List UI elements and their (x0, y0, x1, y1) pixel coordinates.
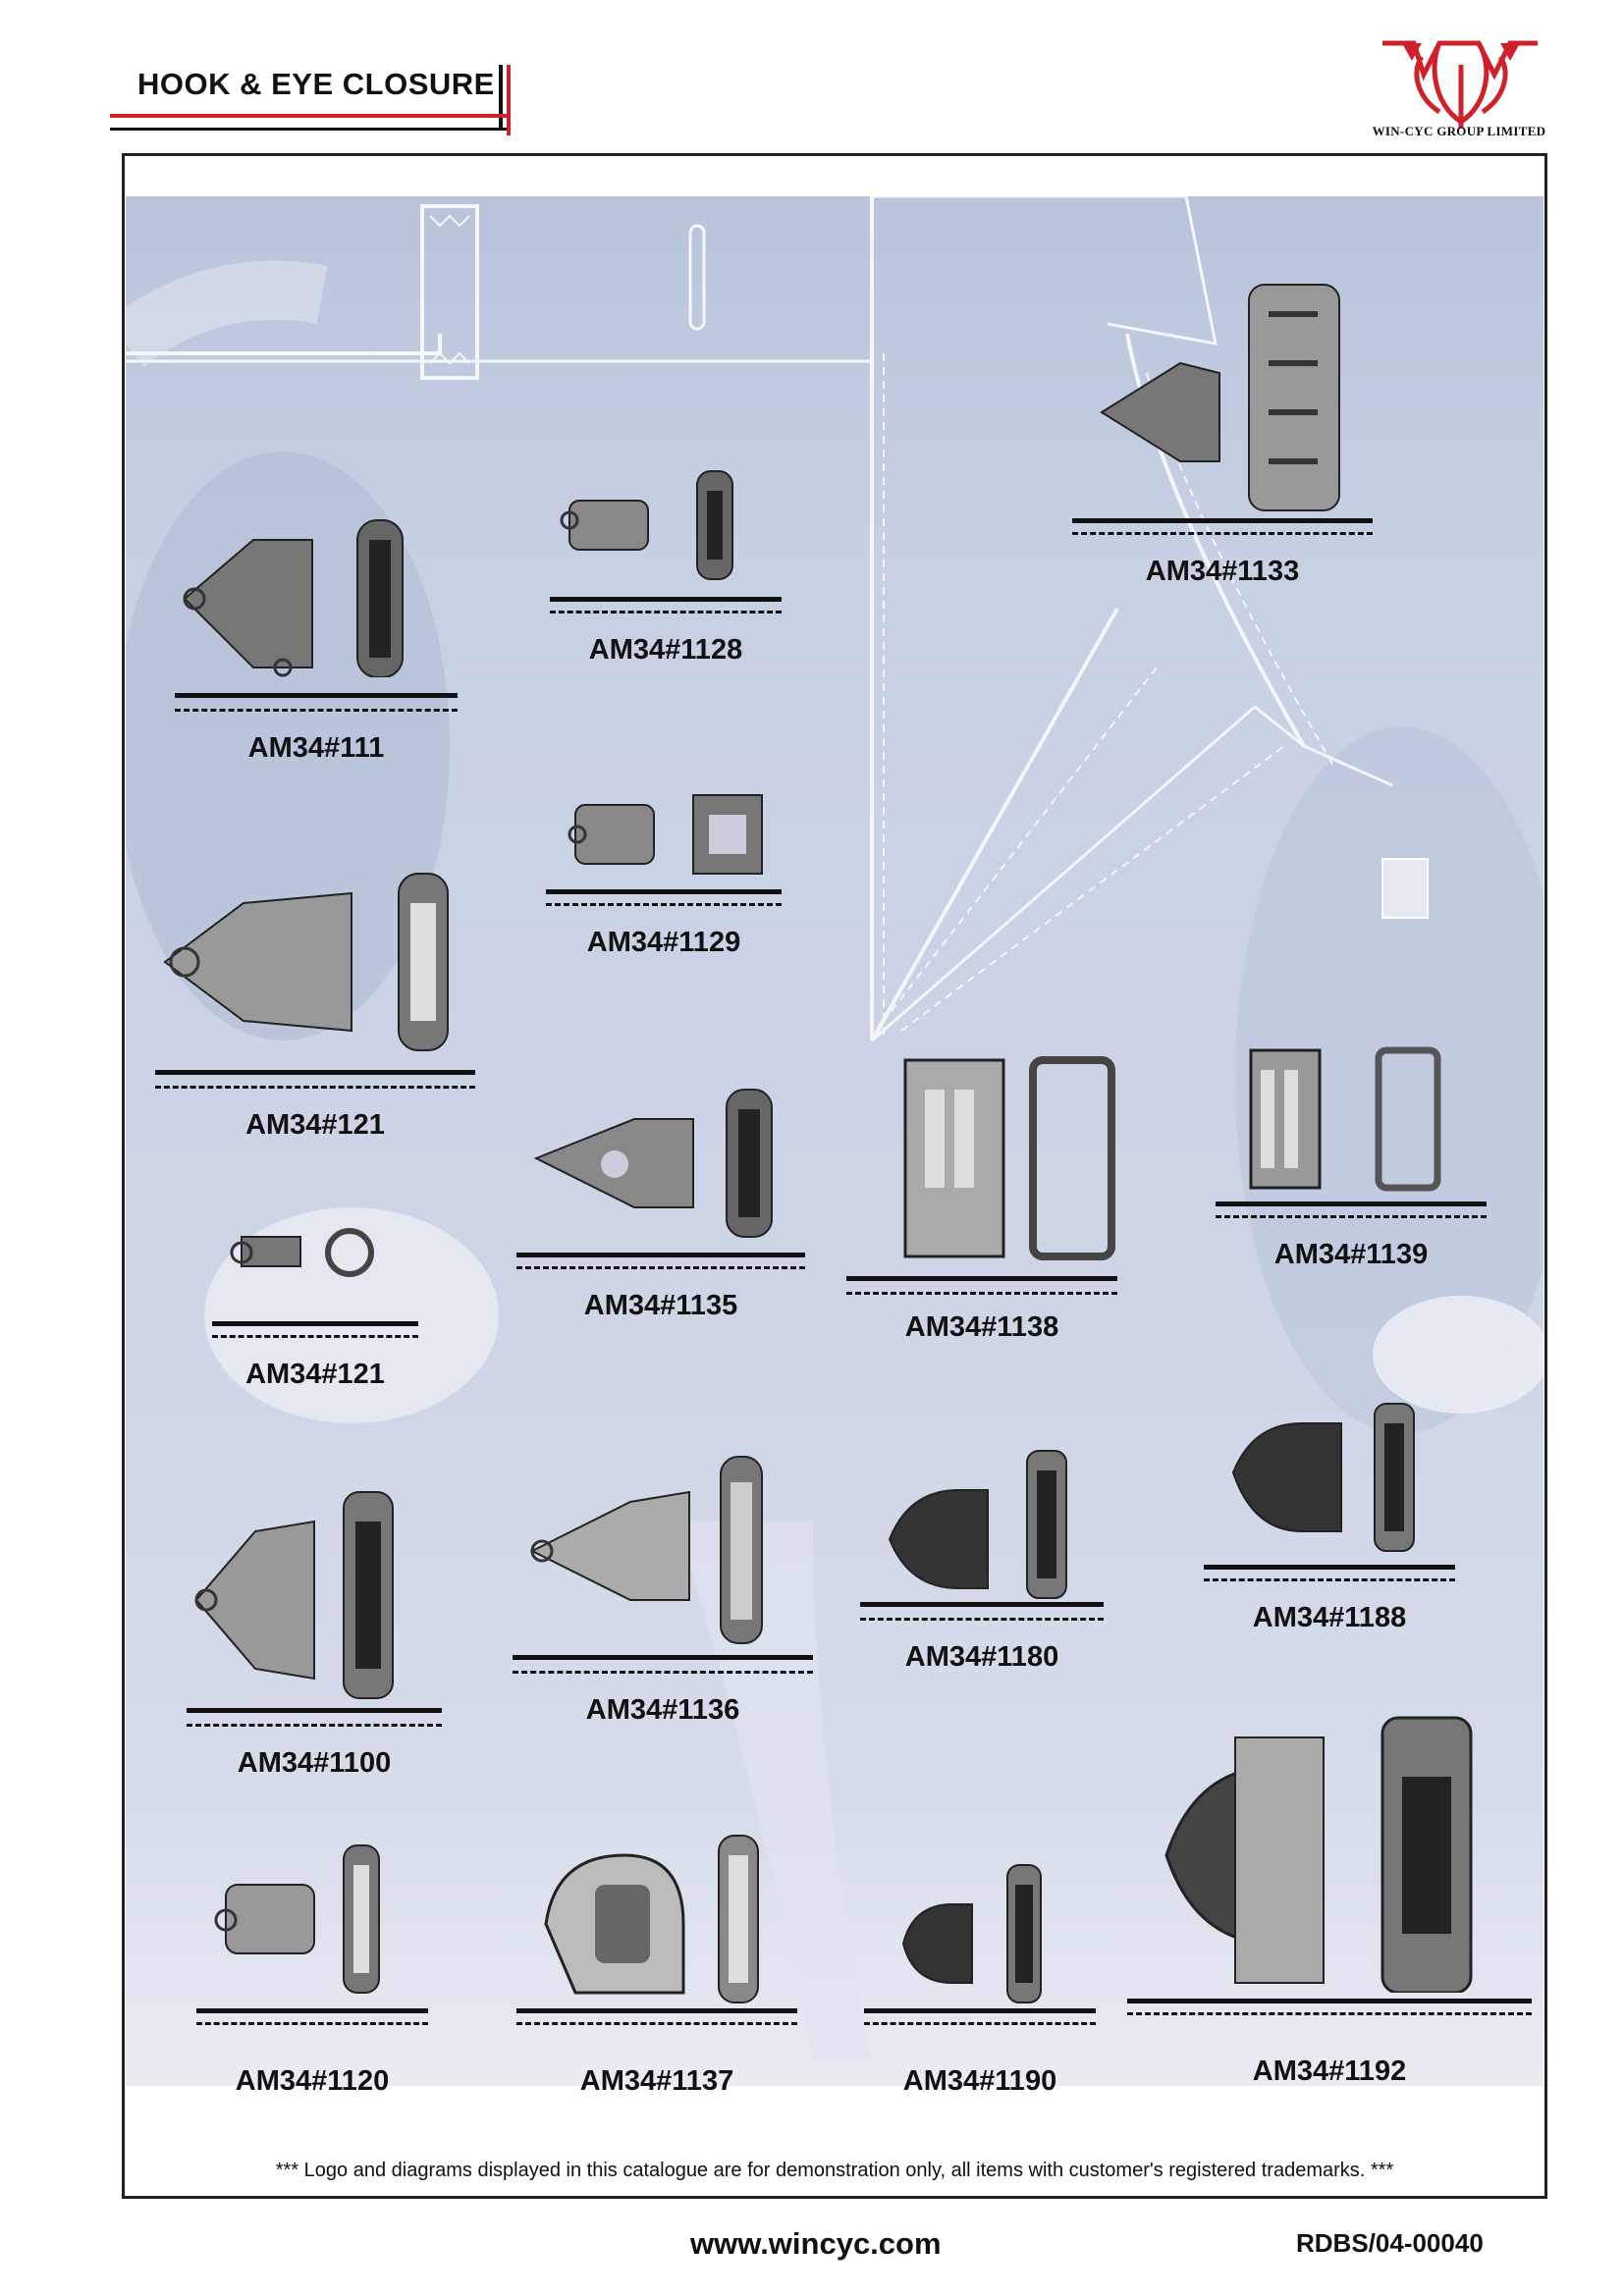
product-item: AM34#1137 (516, 1826, 797, 2120)
product-item: AM34#1133 (1072, 275, 1373, 589)
hook-eye-photo-icon (568, 794, 763, 875)
product-code: AM34#1133 (1145, 556, 1300, 587)
page-title: HOOK & EYE CLOSURE (137, 67, 495, 101)
product-code: AM34#1138 (904, 1311, 1059, 1343)
hook-eye-photo-icon (903, 1056, 1115, 1260)
document-code: RDBS/04-00040 (1296, 2228, 1484, 2258)
product-code: AM34#121 (245, 1109, 385, 1141)
hook-eye-photo-icon (544, 1835, 759, 2003)
product-code: AM34#1192 (1252, 2056, 1407, 2087)
disclaimer-text: *** Logo and diagrams displayed in this … (275, 2160, 1394, 2181)
product-item: AM34#1100 (187, 1482, 442, 1796)
product-item: AM34#1128 (550, 461, 782, 677)
product-item: AM34#1120 (196, 1836, 428, 2120)
product-code: AM34#1139 (1273, 1239, 1429, 1270)
hook-eye-photo-icon (901, 1864, 1042, 2003)
product-item: AM34#1188 (1204, 1384, 1455, 1649)
header-rule-red (110, 114, 507, 118)
product-code: AM34#121 (245, 1359, 385, 1390)
hook-eye-photo-icon (1164, 1716, 1473, 1993)
hook-eye-photo-icon (214, 1844, 380, 1994)
hook-eye-photo-icon (1249, 1046, 1441, 1192)
product-item: AM34#1138 (846, 1041, 1117, 1355)
hook-eye-photo-icon (529, 1456, 763, 1644)
product-code: AM34#1128 (588, 634, 743, 666)
company-name: WIN-CYC GROUP LIMITED (1372, 124, 1546, 138)
product-item: AM34#1135 (516, 1080, 805, 1345)
website-url: www.wincyc.com (690, 2226, 942, 2261)
product-item: AM34#121 (155, 864, 475, 1148)
product-code: AM34#1136 (585, 1694, 740, 1726)
product-code: AM34#1120 (235, 2065, 390, 2097)
hook-eye-photo-icon (1231, 1403, 1415, 1552)
hook-eye-photo-icon (888, 1450, 1067, 1599)
header-accent-bar-red (507, 65, 511, 135)
product-code: AM34#1129 (586, 927, 741, 958)
hook-eye-photo-icon (560, 470, 733, 580)
product-code: AM34#1190 (902, 2065, 1057, 2097)
product-item: AM34#1136 (513, 1453, 813, 1737)
product-item: AM34#1139 (1216, 1041, 1487, 1286)
product-code: AM34#1137 (579, 2065, 734, 2097)
product-code: AM34#1100 (237, 1747, 392, 1779)
product-code: AM34#1135 (583, 1290, 738, 1321)
hook-eye-photo-icon (194, 1491, 394, 1699)
product-item: AM34#111 (175, 501, 458, 766)
product-item: AM34#1190 (864, 1855, 1096, 2120)
product-item: AM34#1192 (1127, 1698, 1532, 2120)
company-logo (1382, 40, 1538, 129)
header-rule-black (110, 128, 507, 131)
hook-eye-photo-icon (230, 1228, 374, 1277)
product-code: AM34#1180 (904, 1641, 1059, 1673)
hook-eye-photo-icon (163, 873, 449, 1051)
hook-eye-photo-icon (533, 1089, 773, 1238)
hook-eye-photo-icon (183, 519, 404, 677)
hook-eye-photo-icon (1100, 284, 1340, 511)
header-accent-bar (499, 65, 503, 128)
product-item: AM34#121 (212, 1198, 418, 1394)
product-item: AM34#1180 (860, 1441, 1104, 1696)
product-code: AM34#1188 (1252, 1602, 1407, 1633)
product-code: AM34#111 (247, 732, 385, 764)
product-item: AM34#1129 (546, 785, 782, 972)
